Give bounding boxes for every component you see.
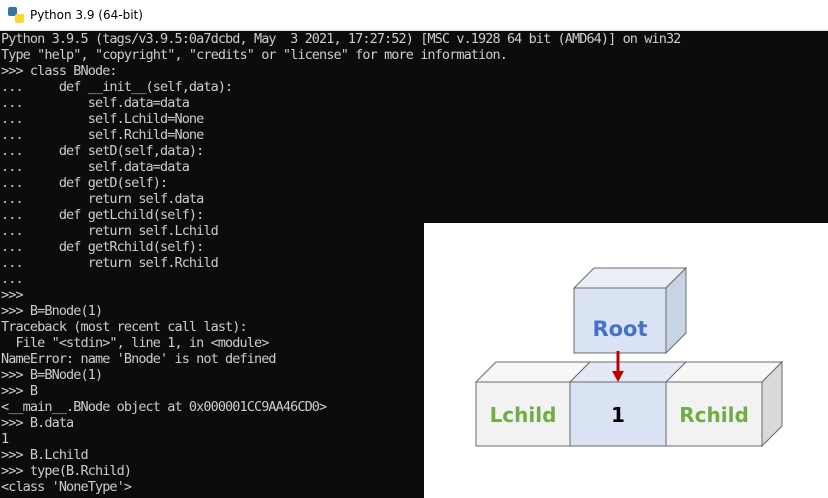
- console-line: ... def __init__(self,data):: [1, 79, 233, 95]
- console-line: ... self.data=data: [1, 159, 190, 175]
- console-line: ... return self.Rchild: [1, 255, 219, 271]
- console-line: ... return self.data: [1, 191, 204, 207]
- console-line: ...: [1, 271, 24, 287]
- console-line: >>> B: [1, 383, 38, 399]
- console-line: Python 3.9.5 (tags/v3.9.5:0a7dcbd, May 3…: [1, 31, 681, 47]
- console-line: >>> class BNode:: [1, 63, 118, 79]
- window-title: Python 3.9 (64-bit): [30, 8, 143, 22]
- left-box-front: [475, 381, 571, 447]
- console-line: File "<stdin>", line 1, in <module>: [1, 335, 269, 351]
- console-line: ... return self.Lchild: [1, 223, 219, 239]
- console-line: ... self.data=data: [1, 95, 190, 111]
- console-line: <class 'NoneType'>: [1, 479, 132, 495]
- root-box-front: [573, 287, 667, 354]
- console-line: ... self.Lchild=None: [1, 111, 204, 127]
- python-icon: [8, 7, 24, 23]
- console-line: ... def getLchild(self):: [1, 207, 204, 223]
- console-line: >>> B.Lchild: [1, 447, 89, 463]
- console-line: Type "help", "copyright", "credits" or "…: [1, 47, 508, 63]
- root-label: Root: [592, 317, 648, 341]
- console-line: >>> B=Bnode(1): [1, 303, 103, 319]
- console-line: NameError: name 'Bnode' is not defined: [1, 351, 277, 367]
- lchild-label: Lchild: [489, 403, 557, 427]
- console-line: <__main__.BNode object at 0x000001CC9AA4…: [1, 399, 327, 415]
- console-line: ... self.Rchild=None: [1, 127, 204, 143]
- console-line: >>>: [1, 287, 24, 303]
- console-line: ... def getD(self):: [1, 175, 168, 191]
- console-line: >>> B=BNode(1): [1, 367, 103, 383]
- console-line: ... def setD(self,data):: [1, 143, 204, 159]
- node-value-label: 1: [611, 403, 625, 427]
- rchild-label: Rchild: [679, 403, 749, 427]
- pointer-arrow-head: [612, 371, 624, 382]
- console-line: 1: [1, 431, 9, 447]
- binary-node-diagram: Root Lchild 1 Rchild: [424, 223, 828, 498]
- console-line: >>> B.data: [1, 415, 74, 431]
- console-line: Traceback (most recent call last):: [1, 319, 248, 335]
- right-box-front: [665, 381, 763, 447]
- console-line: ... def getRchild(self):: [1, 239, 204, 255]
- console-line: >>> type(B.Rchild): [1, 463, 132, 479]
- window-title-bar[interactable]: Python 3.9 (64-bit): [0, 0, 828, 31]
- node-diagram-svg: [474, 266, 784, 448]
